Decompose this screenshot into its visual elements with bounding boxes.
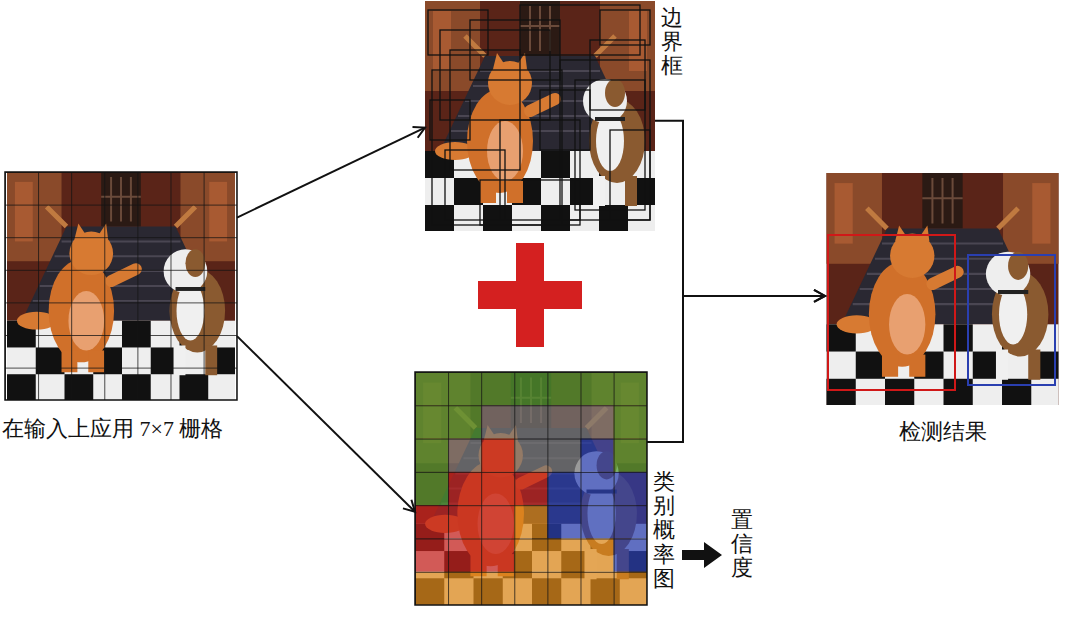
caption-label: 在输入上应用 7×7 栅格 [2, 416, 223, 442]
image-panel: 类别概率图 [415, 372, 647, 605]
vertical-label: 类别概率图 [653, 470, 675, 591]
flow-arrow [237, 128, 425, 218]
flow-arrow [647, 296, 825, 442]
flow-arrow [237, 336, 415, 512]
confidence-label: 置信度 [731, 508, 753, 581]
flow-arrow [655, 121, 825, 296]
image-panel: 在输入上应用 7×7 栅格 [5, 172, 237, 400]
vertical-label: 边界框 [661, 6, 683, 79]
caption-label: 检测结果 [899, 419, 987, 445]
image-panel: 检测结果 [825, 173, 1060, 405]
image-panel: 边界框 [425, 0, 655, 232]
